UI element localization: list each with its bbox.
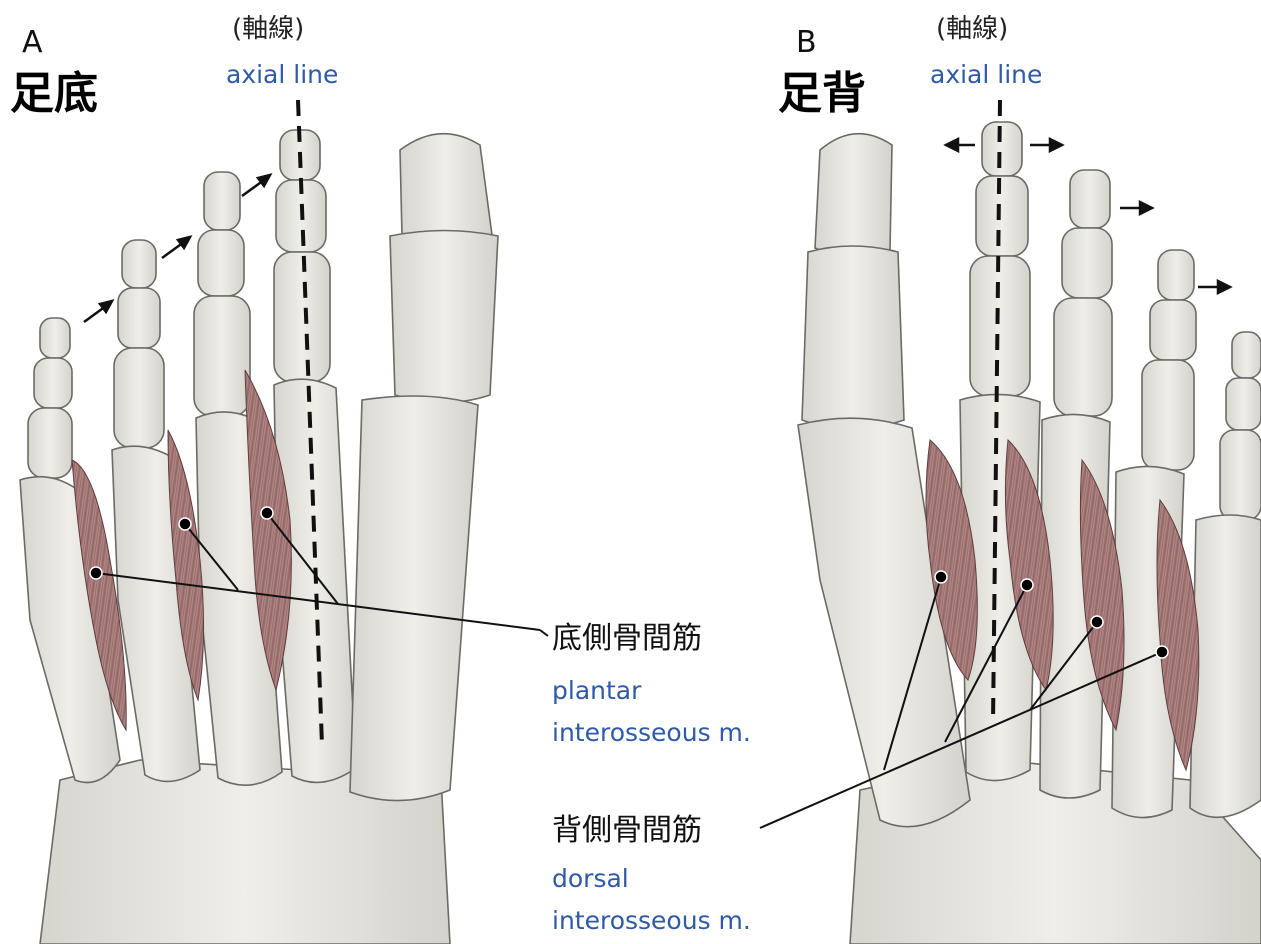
panel-a-axis-en: axial line [226,62,338,87]
panel-b-title: 足背 [778,72,866,116]
dorsal-interosseous-en-line1: dorsal [552,866,629,891]
dorsal-interosseous-en-line2: interosseous m. [552,908,751,933]
arrow-icon [162,237,190,258]
panel-b-toe-2 [960,122,1040,781]
dorsal-interosseous-jp-label: 背側骨間筋 [552,816,702,846]
panel-b-toe-5 [1190,332,1261,817]
arrow-icon [242,175,270,196]
panel-b-axis-jp: (軸線) [936,16,1008,42]
plantar-interosseous-en-line1: plantar [552,678,641,703]
arrow-icon [946,139,975,151]
panel-b-toe-3 [1040,170,1112,798]
panel-a-axis-jp: (軸線) [232,16,304,42]
panel-a-toe-2 [274,130,356,782]
panel-a-letter: A [22,28,43,58]
plantar-interosseous-en-line2: interosseous m. [552,720,751,745]
plantar-interosseous-jp-label: 底側骨間筋 [552,624,702,654]
arrow-icon [1120,202,1152,214]
panel-a-title: 足底 [10,72,98,116]
arrow-icon [84,301,112,322]
arrow-icon [1198,281,1230,293]
arrow-icon [1030,139,1062,151]
panel-b-axis-en: axial line [930,62,1042,87]
panel-b-letter: B [796,28,817,58]
panel-a-toe-1 [350,134,498,801]
